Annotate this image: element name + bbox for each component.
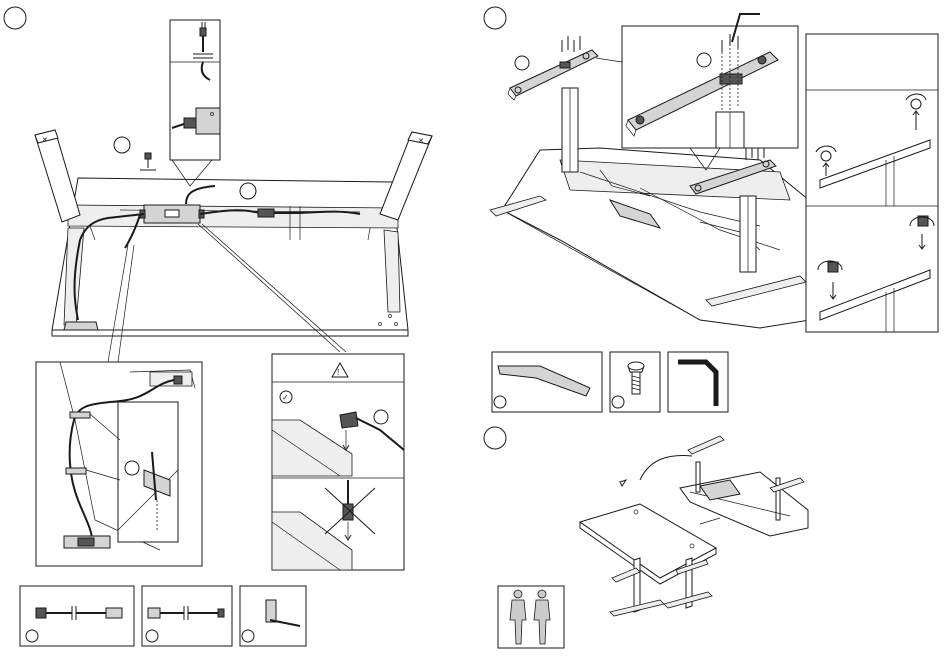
desk-frame-overview: ✕ ✕: [35, 130, 432, 362]
parts-row-right: [492, 352, 728, 412]
side-instruction-boxes: [806, 34, 938, 332]
parts-row-left: [20, 586, 306, 646]
step-marker-right-top: [484, 7, 506, 29]
detail-box-warning: ! ✓: [272, 354, 404, 570]
warning-symbol: !: [337, 368, 339, 377]
detail-box-plug: [170, 20, 220, 160]
part-bolt: [610, 352, 660, 412]
svg-text:✕: ✕: [418, 138, 424, 145]
two-person-icon-box: [498, 586, 564, 648]
step-marker-right-bottom: [484, 427, 506, 449]
svg-text:✕: ✕: [42, 137, 48, 144]
detail-box-bracket-zoom: [622, 14, 798, 148]
check-icon: ✓: [282, 393, 289, 402]
step-marker-left: [4, 7, 26, 29]
detail-box-cable-routing: [36, 362, 202, 566]
desk-flip-illustration: [580, 436, 808, 616]
